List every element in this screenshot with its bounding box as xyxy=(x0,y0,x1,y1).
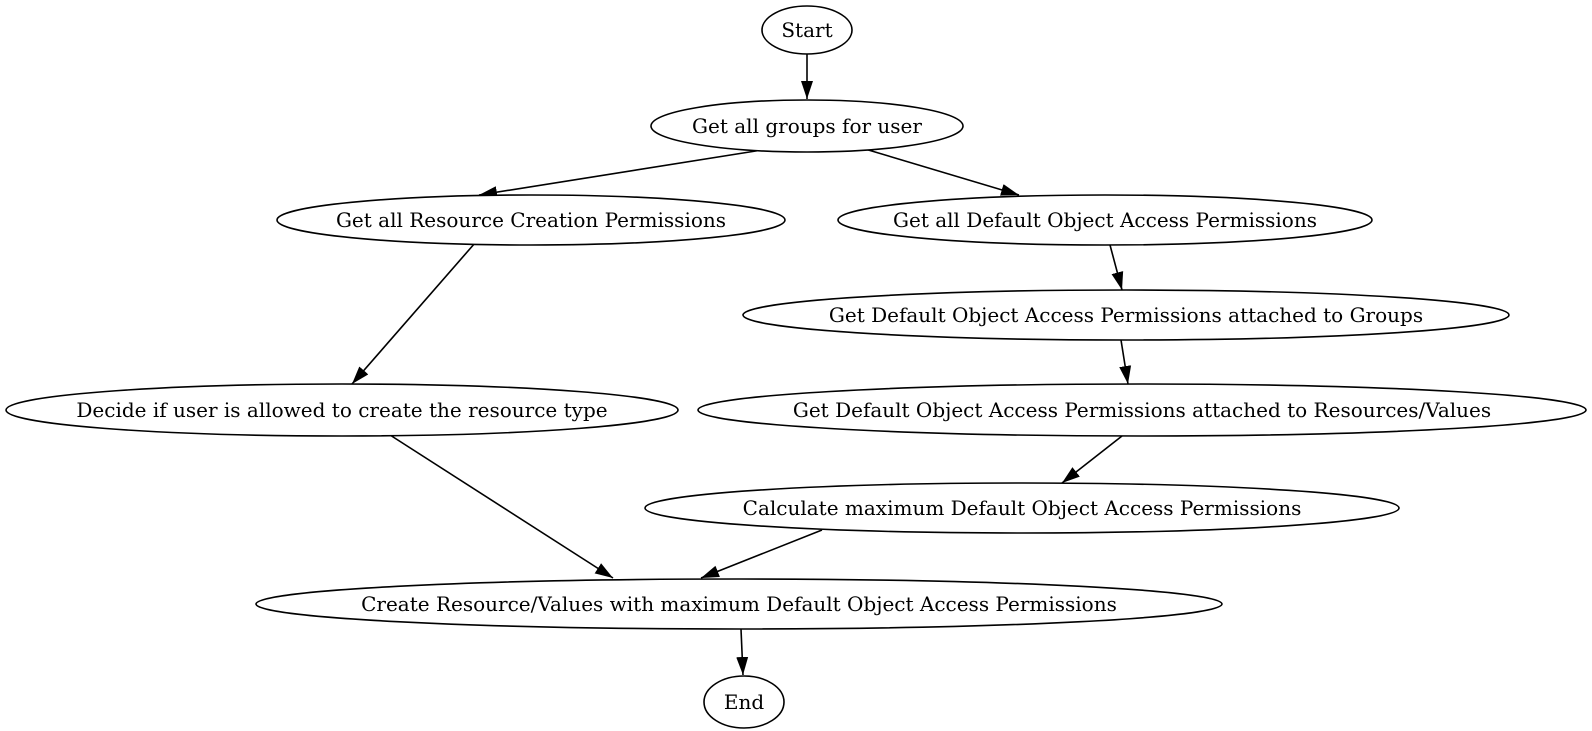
node-doap-resources: Get Default Object Access Permissions at… xyxy=(697,383,1587,437)
node-calc-max-shape xyxy=(644,482,1400,534)
node-decide-label: Decide if user is allowed to create the … xyxy=(76,398,607,422)
node-get-groups-label: Get all groups for user xyxy=(692,114,922,138)
node-start-label: Start xyxy=(781,18,832,42)
edge-calc-max-to-create xyxy=(700,529,823,579)
node-end-shape xyxy=(703,675,785,729)
node-end: End xyxy=(703,675,785,729)
node-doap-groups-shape xyxy=(742,289,1510,341)
edge-layer xyxy=(351,53,1132,676)
node-create: Create Resource/Values with maximum Defa… xyxy=(255,578,1223,630)
node-get-doap-label: Get all Default Object Access Permission… xyxy=(893,208,1317,232)
node-get-doap: Get all Default Object Access Permission… xyxy=(837,194,1373,246)
node-doap-groups-label: Get Default Object Access Permissions at… xyxy=(829,303,1423,327)
edge-get-rcp-to-decide xyxy=(351,242,476,385)
edge-get-groups-to-get-rcp xyxy=(478,149,763,199)
node-get-groups-shape xyxy=(650,99,964,153)
node-get-groups: Get all groups for user xyxy=(650,99,964,153)
edge-get-groups-to-get-doap xyxy=(864,148,1020,196)
node-get-doap-shape xyxy=(837,194,1373,246)
edge-doap-resources-to-calc-max xyxy=(1061,435,1123,484)
node-end-label: End xyxy=(724,690,764,714)
edge-get-doap-to-doap-groups xyxy=(1109,244,1124,291)
edge-decide-to-create xyxy=(389,434,614,579)
node-create-label: Create Resource/Values with maximum Defa… xyxy=(361,592,1117,616)
node-calc-max-label: Calculate maximum Default Object Access … xyxy=(743,496,1302,520)
node-doap-resources-label: Get Default Object Access Permissions at… xyxy=(793,398,1491,422)
node-start: Start xyxy=(761,5,853,55)
node-start-shape xyxy=(761,5,853,55)
edge-create-to-end xyxy=(736,628,749,676)
node-calc-max: Calculate maximum Default Object Access … xyxy=(644,482,1400,534)
node-decide: Decide if user is allowed to create the … xyxy=(5,383,679,437)
node-decide-shape xyxy=(5,383,679,437)
node-get-rcp: Get all Resource Creation Permissions xyxy=(276,194,786,246)
node-doap-resources-shape xyxy=(697,383,1587,437)
edge-doap-groups-to-doap-resources xyxy=(1119,339,1132,385)
node-doap-groups: Get Default Object Access Permissions at… xyxy=(742,289,1510,341)
node-create-shape xyxy=(255,578,1223,630)
node-get-rcp-shape xyxy=(276,194,786,246)
node-get-rcp-label: Get all Resource Creation Permissions xyxy=(336,208,726,232)
